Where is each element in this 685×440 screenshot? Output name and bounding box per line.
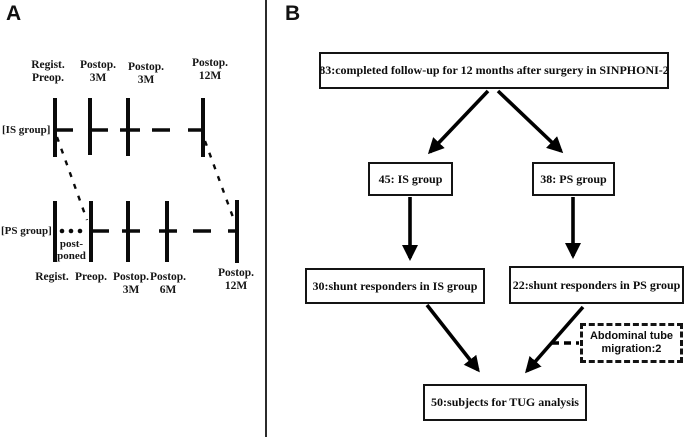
flow-box-is-responders: 30:shunt responders in IS group	[305, 268, 485, 304]
flow-box-ps-responders: 22:shunt responders in PS group	[509, 266, 684, 304]
ps-timepoint-label: Postop.3M	[112, 271, 150, 296]
flow-box-ps-group: 38: PS group	[532, 162, 615, 196]
flowchart-arrows	[402, 89, 585, 374]
ps-timepoint-label: Regist.	[35, 271, 69, 283]
flow-box-abdominal-migration: Abdominal tube migration:2	[580, 323, 683, 363]
ps-group-label: [PS group]	[1, 225, 52, 237]
is-timeline	[53, 98, 205, 157]
is-group-label: [IS group]	[2, 124, 51, 136]
is-timepoint-label: Regist.Preop.	[31, 59, 65, 84]
is-timepoint-label: Postop.12M	[191, 57, 229, 82]
ps-timepoint-label: Postop.12M	[217, 267, 255, 292]
ps-timeline	[53, 200, 239, 263]
timeline-link-lines	[55, 136, 236, 221]
postponed-dots	[59, 228, 83, 234]
is-timepoint-label: Postop.3M	[79, 59, 117, 84]
ps-timepoint-label: Preop.	[74, 271, 108, 283]
flow-box-total: 83:completed follow-up for 12 months aft…	[319, 52, 669, 89]
panel-a-label: A	[6, 2, 22, 25]
flow-box-tug-analysis: 50:subjects for TUG analysis	[423, 384, 587, 421]
flow-box-is-group: 45: IS group	[368, 162, 453, 196]
panel-b-label: B	[285, 2, 301, 25]
ps-timepoint-label: Postop.6M	[149, 271, 187, 296]
postponed-label: post-poned	[57, 238, 86, 262]
is-timepoint-label: Postop.3M	[127, 61, 165, 86]
